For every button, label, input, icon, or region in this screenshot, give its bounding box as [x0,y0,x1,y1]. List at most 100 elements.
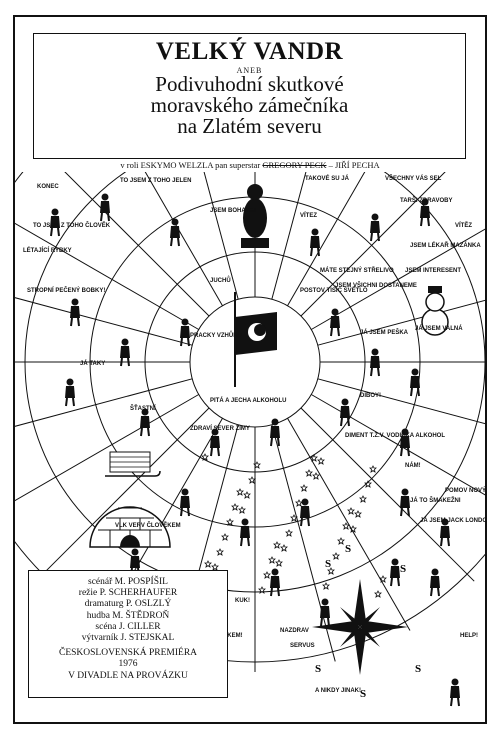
figure [330,308,340,337]
star-icon [374,590,382,598]
star-icon [300,484,308,492]
map-label: PITÁ A JECHA ALKOHOLU [210,397,286,404]
map-label: POSTOV TISÍC SVĚTLO [300,286,368,294]
figure [140,408,150,437]
map-label: PRACKY VZHŮRU [190,331,242,339]
map-label: SERVUS [290,643,315,649]
figure [430,568,440,597]
star-icon [248,476,256,484]
star-icon [263,571,271,579]
premiere-year: 1976 [118,659,138,670]
subtitle-line-3: na Zlatém severu [177,114,322,138]
map-label: ZDRAVÍ SEVER ZIMY [190,424,250,432]
star-icon [280,544,288,552]
star-icon [327,567,335,575]
map-label: DIBOY! [360,393,381,399]
credit-line: hudba M. ŠTĚDROŇ [86,610,170,621]
title-box: VELKÝ VANDR ANEB Podivuhodní skutkové mo… [33,33,466,159]
figure [240,518,250,547]
star-icon [204,560,212,568]
map-label: HELP! [460,633,478,639]
star-icon [211,563,219,571]
map-label: TO JSEM Z TOHO ČLOVĚK [33,221,111,229]
star-icon [238,506,246,514]
central-flag-icon [234,292,277,387]
figure [270,568,280,597]
star-icon [305,469,313,477]
compass-s-letter: S [345,543,351,555]
figure [170,218,180,247]
poster-frame [13,15,487,724]
credit-line: dramaturg P. OSLZLÝ [84,599,172,610]
figure [420,198,430,227]
main-title: VELKÝ VANDR [155,38,344,65]
map-label: VŠECHNY VÁS SEL [385,174,442,182]
star-icon [290,514,298,522]
map-label: JSEM LÉKAŘ MAZÁNKA [410,241,481,249]
star-icon [379,575,387,583]
star-icon [231,503,239,511]
superstar-text: pan superstar [215,160,261,170]
figure [370,348,380,377]
star-icon [359,495,367,503]
star-icon [342,522,350,530]
star-icon [221,533,229,541]
map-label: VÍTEZ [300,211,317,219]
compass-s-letter: S [415,663,421,675]
map-label: LÉTAJÍCÍ RYBKY [23,246,72,254]
actor-name: JIŘÍ PECHA [335,160,380,170]
star-icon [236,488,244,496]
star-icon [364,480,372,488]
figure [70,298,80,327]
figure [340,398,350,427]
compass-s-letter: S [325,558,331,570]
compass-s-letter: S [360,688,366,700]
star-icon [285,529,293,537]
map-label: JÁ TO ŠMAKEŽNI [410,496,461,504]
map-label: DIMENT T.Z.V. VODIČKA ALKOHOL [345,432,445,439]
star-icon [226,518,234,526]
credit-line: režie P. SCHERHAUFER [78,588,178,599]
sled-icon [105,451,161,477]
figure [210,428,220,457]
star-icon [332,552,340,560]
map-label: TO JSEM Z TOHO JELEN [120,178,191,184]
figure [370,213,380,242]
premiere-venue: V DIVADLE NA PROVÁZKU [68,670,188,681]
star-icon [216,548,224,556]
map-label: JSEM INTERESENT [405,268,461,274]
map-label: JSEM BOHATEJ [210,208,256,214]
stars-decoration [201,453,387,598]
figure [180,318,190,347]
map-label: NAZDRAV [280,628,309,634]
role-text: v roli ESKYMO WELZLA [120,160,213,170]
cast-line: v roli ESKYMO WELZLA pan superstar GREGO… [120,160,380,170]
star-icon [201,453,209,461]
map-label: JÁ TAKY [80,360,105,367]
star-icon [349,525,357,533]
map-label: KUK! [235,598,250,604]
totem-icon [241,184,269,248]
title-conjunction: ANEB [236,66,263,75]
figure [100,193,110,222]
map-label: MÁTE STEJNÝ STŘELIVO [320,266,394,274]
figure [400,488,410,517]
map-label: VÍTĚZ [455,221,472,229]
igloo-icon [89,506,171,548]
credit-line: scéna J. CILLER [95,621,161,632]
star-icon [273,541,281,549]
credit-line: výtvarník J. STEJSKAL [81,633,175,644]
map-label: ŠŤASTNÍ [130,404,156,412]
subtitle-line-1: Podivuhodní skutkové [155,72,344,96]
subtitle-line-2: moravského zámečníka [150,93,349,117]
map-label: JÁ JSEM VALNÁ [415,325,463,332]
star-icon [310,454,318,462]
star-icon [369,465,377,473]
map-label: JÁ JSEM JACK LONDON [420,517,485,524]
figure [410,368,420,397]
star-icon [258,586,266,594]
map-label: JSEM VŠICHNI DOSTANEME [335,281,417,289]
figure [65,378,75,407]
